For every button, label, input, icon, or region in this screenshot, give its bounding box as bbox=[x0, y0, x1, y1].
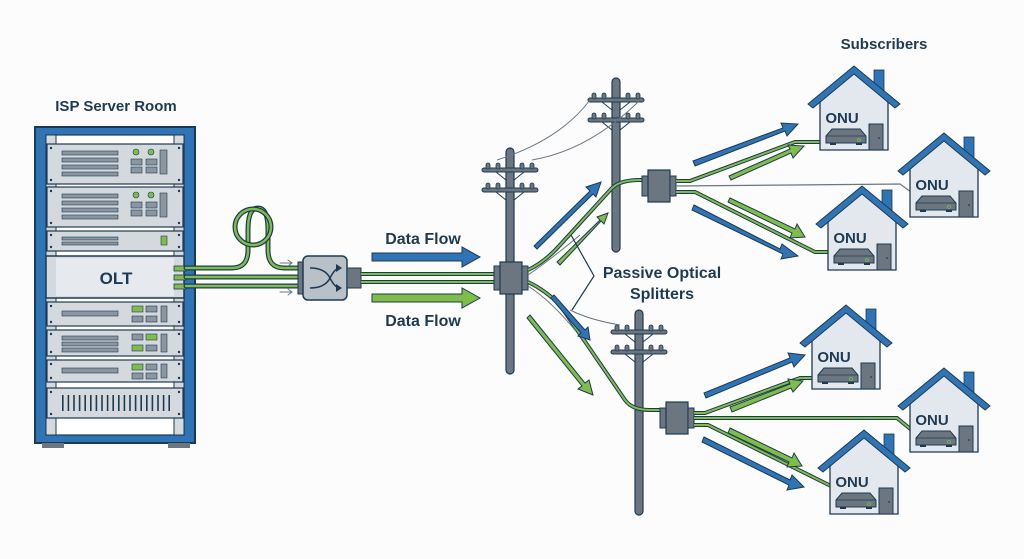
utility-pole-icon bbox=[481, 147, 539, 375]
onu-device-icon[interactable] bbox=[825, 128, 867, 145]
onu-device-icon[interactable] bbox=[833, 248, 875, 265]
house-icon[interactable]: ONU bbox=[897, 132, 991, 218]
olt-unit[interactable]: OLT bbox=[45, 255, 187, 299]
onu-label: ONU bbox=[835, 474, 868, 491]
splitter-lower[interactable] bbox=[659, 401, 695, 435]
onu-label: ONU bbox=[817, 349, 850, 366]
branch-arrows bbox=[526, 181, 609, 396]
server-room-title: ISP Server Room bbox=[55, 98, 176, 115]
splitters-label-line1: Passive Optical bbox=[603, 265, 721, 282]
rack-unit[interactable] bbox=[46, 143, 184, 185]
olt-label: OLT bbox=[100, 269, 133, 288]
rack-unit[interactable] bbox=[46, 186, 184, 228]
data-flow-arrow-green bbox=[371, 287, 482, 309]
overhead-wires bbox=[496, 99, 641, 326]
house-icon[interactable]: ONU bbox=[807, 65, 901, 151]
onu-label: ONU bbox=[915, 177, 948, 194]
house-icon[interactable]: ONU bbox=[815, 185, 909, 271]
drop-arrows-upper bbox=[691, 122, 806, 260]
utility-pole-icon bbox=[610, 309, 668, 516]
onu-label: ONU bbox=[915, 412, 948, 429]
splitters-label-line2: Splitters bbox=[630, 286, 694, 303]
splitter-callout bbox=[570, 234, 595, 311]
onu-label: ONU bbox=[825, 110, 858, 127]
rack-unit[interactable] bbox=[46, 329, 184, 357]
subscribers-title: Subscribers bbox=[841, 36, 928, 53]
utility-poles bbox=[481, 77, 668, 516]
rack-unit[interactable] bbox=[46, 387, 184, 419]
onu-device-icon[interactable] bbox=[915, 430, 957, 447]
fiber-bundle-olt bbox=[183, 205, 303, 296]
utility-pole-icon bbox=[587, 77, 645, 253]
rack-units bbox=[46, 143, 184, 419]
onu-device-icon[interactable] bbox=[915, 195, 957, 212]
splitter-upper[interactable] bbox=[641, 169, 677, 203]
onu-device-icon[interactable] bbox=[817, 367, 859, 384]
drop-arrows-lower bbox=[701, 352, 807, 491]
data-flow-arrow-blue bbox=[371, 246, 482, 268]
house-icon[interactable]: ONU bbox=[799, 304, 893, 390]
rack-unit[interactable] bbox=[46, 301, 184, 327]
data-flow-label-top: Data Flow bbox=[385, 231, 461, 248]
house-icon[interactable]: ONU bbox=[897, 367, 991, 453]
data-flow-label-bottom: Data Flow bbox=[385, 313, 461, 330]
onu-device-icon[interactable] bbox=[835, 492, 877, 509]
fiber-branches bbox=[527, 178, 666, 412]
subscriber-houses: ONU ONU ONU ONU ONU ONU bbox=[799, 65, 991, 515]
rack-unit[interactable] bbox=[46, 359, 184, 383]
rack-unit[interactable] bbox=[46, 230, 184, 252]
fiber-trunk bbox=[361, 272, 494, 284]
onu-label: ONU bbox=[833, 230, 866, 247]
house-icon[interactable]: ONU bbox=[817, 429, 911, 515]
splitter-main[interactable] bbox=[493, 261, 529, 295]
optical-switch-icon[interactable] bbox=[297, 255, 362, 301]
